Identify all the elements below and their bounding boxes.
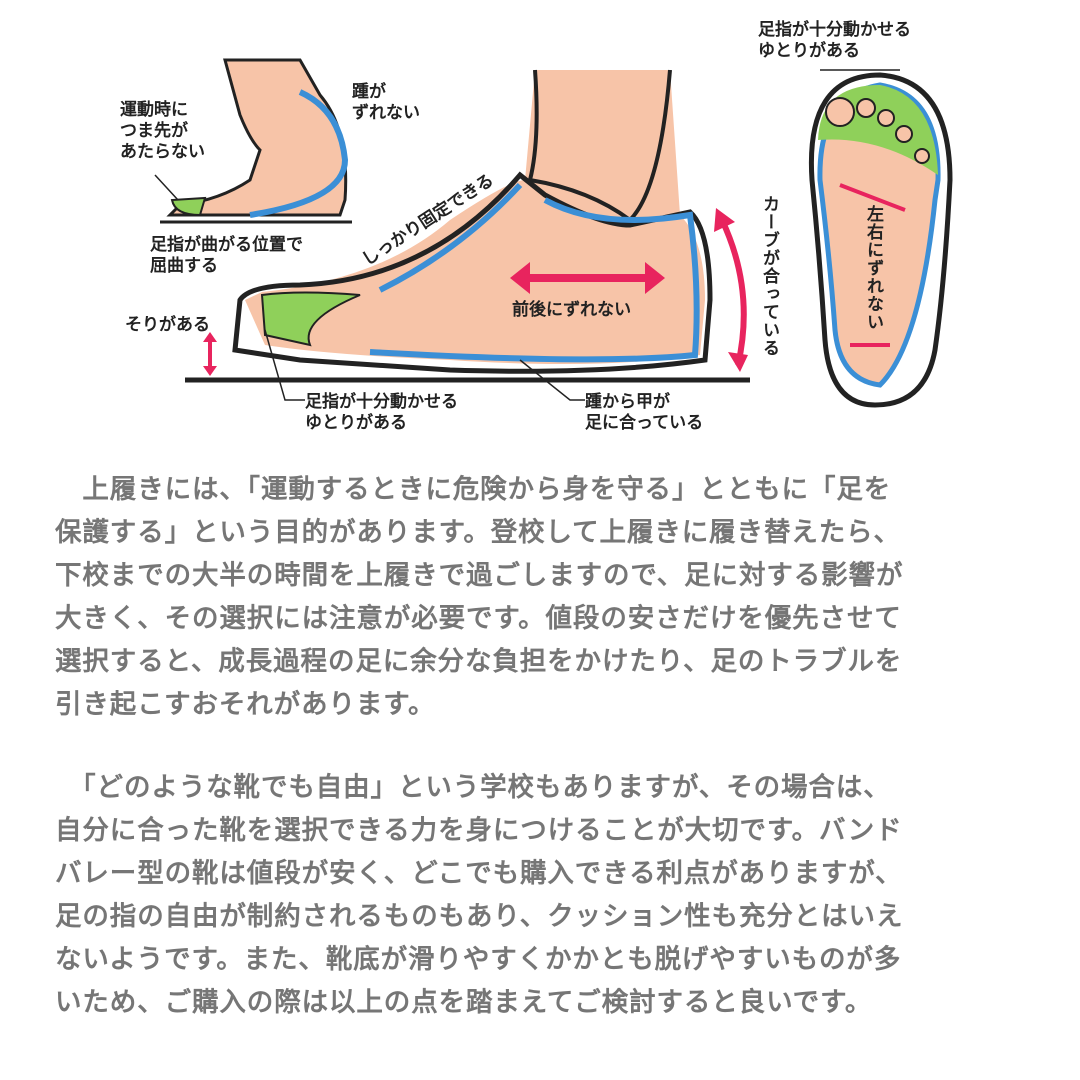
large-foot-side xyxy=(185,69,750,401)
label-front-back: 前後にずれない xyxy=(512,300,632,320)
label-line: ゆとりがある xyxy=(305,413,407,433)
label-line: 屈曲する xyxy=(150,256,218,276)
small-foot-bent xyxy=(154,58,352,224)
label-heel-no-slip: 踵が ずれない xyxy=(352,82,420,124)
label-toe-room: 足指が十分動かせる ゆとりがある xyxy=(305,392,458,434)
label-toe-no-hit: 運動時に つま先が あたらない xyxy=(120,100,205,163)
label-left-right: 左右にずれない xyxy=(863,205,883,331)
label-toe-spring: そりがある xyxy=(125,315,210,335)
label-line: あたらない xyxy=(120,142,205,162)
label-line: 足に合っている xyxy=(585,413,704,433)
label-line: ずれない xyxy=(352,103,420,123)
label-line: 足指が十分動かせる xyxy=(305,392,458,412)
label-bend-position: 足指が曲がる位置で 屈曲する xyxy=(150,235,303,277)
text-line: 保護する」という目的があります。登校して上履きに履き替えたら、 xyxy=(55,517,901,548)
paragraph-2: 「どのような靴でも自由」という学校もありますが、その場合は、 自分に合った靴を選… xyxy=(55,766,1045,1024)
text-line: 自分に合った靴を選択できる力を身につけることが大切です。バンド xyxy=(55,815,903,846)
text-line: 「どのような靴でも自由」という学校もありますが、その場合は、 xyxy=(55,772,891,803)
text-line: 大きく、その選択には注意が必要です。値段の安さだけを優先させて xyxy=(55,603,902,634)
shoe-fit-illustration: 運動時に つま先が あたらない 踵が ずれない 足指が曲がる位置で 屈曲する し… xyxy=(0,0,1080,450)
text-line: 引き起こすおそれがあります。 xyxy=(55,689,436,720)
text-line: いため、ご購入の際は以上の点を踏まえてご検討すると良いです。 xyxy=(55,987,873,1018)
label-line: 踵から甲が xyxy=(585,392,670,412)
shoe-drawing xyxy=(154,58,953,408)
label-curve-fits: カーブが合っている xyxy=(759,195,779,357)
label-line: 足指が十分動かせる xyxy=(758,20,911,40)
text-line: 選択すると、成長過程の足に余分な負担をかけたり、足のトラブルを xyxy=(55,646,903,677)
label-line: ゆとりがある xyxy=(758,41,860,61)
text-line: 下校までの大半の時間を上履きで過ごしますので、足に対する影響が xyxy=(55,560,904,591)
article-body: 上履きには、「運動するときに危険から身を守る」とともに「足を 保護する」という目… xyxy=(55,468,1045,1024)
text-line: 上履きには、「運動するときに危険から身を守る」とともに「足を xyxy=(55,474,892,505)
paragraph-1: 上履きには、「運動するときに危険から身を守る」とともに「足を 保護する」という目… xyxy=(55,468,1045,726)
label-line: つま先が xyxy=(120,121,188,141)
label-line: 踵が xyxy=(352,82,386,102)
text-line: 足の指の自由が制約されるものもあり、クッション性も充分とはいえ xyxy=(55,901,904,932)
text-line: ないようです。また、靴底が滑りやすくかかとも脱げやすいものが多 xyxy=(55,944,902,975)
text-line: バレー型の靴は値段が安く、どこでも購入できる利点がありますが、 xyxy=(55,858,903,889)
label-toe-room-top: 足指が十分動かせる ゆとりがある xyxy=(758,20,911,62)
label-heel-to-instep: 踵から甲が 足に合っている xyxy=(585,392,703,434)
label-line: 足指が曲がる位置で xyxy=(150,235,303,255)
label-line: 運動時に xyxy=(120,100,188,120)
foot-sole-top-view xyxy=(808,69,953,408)
